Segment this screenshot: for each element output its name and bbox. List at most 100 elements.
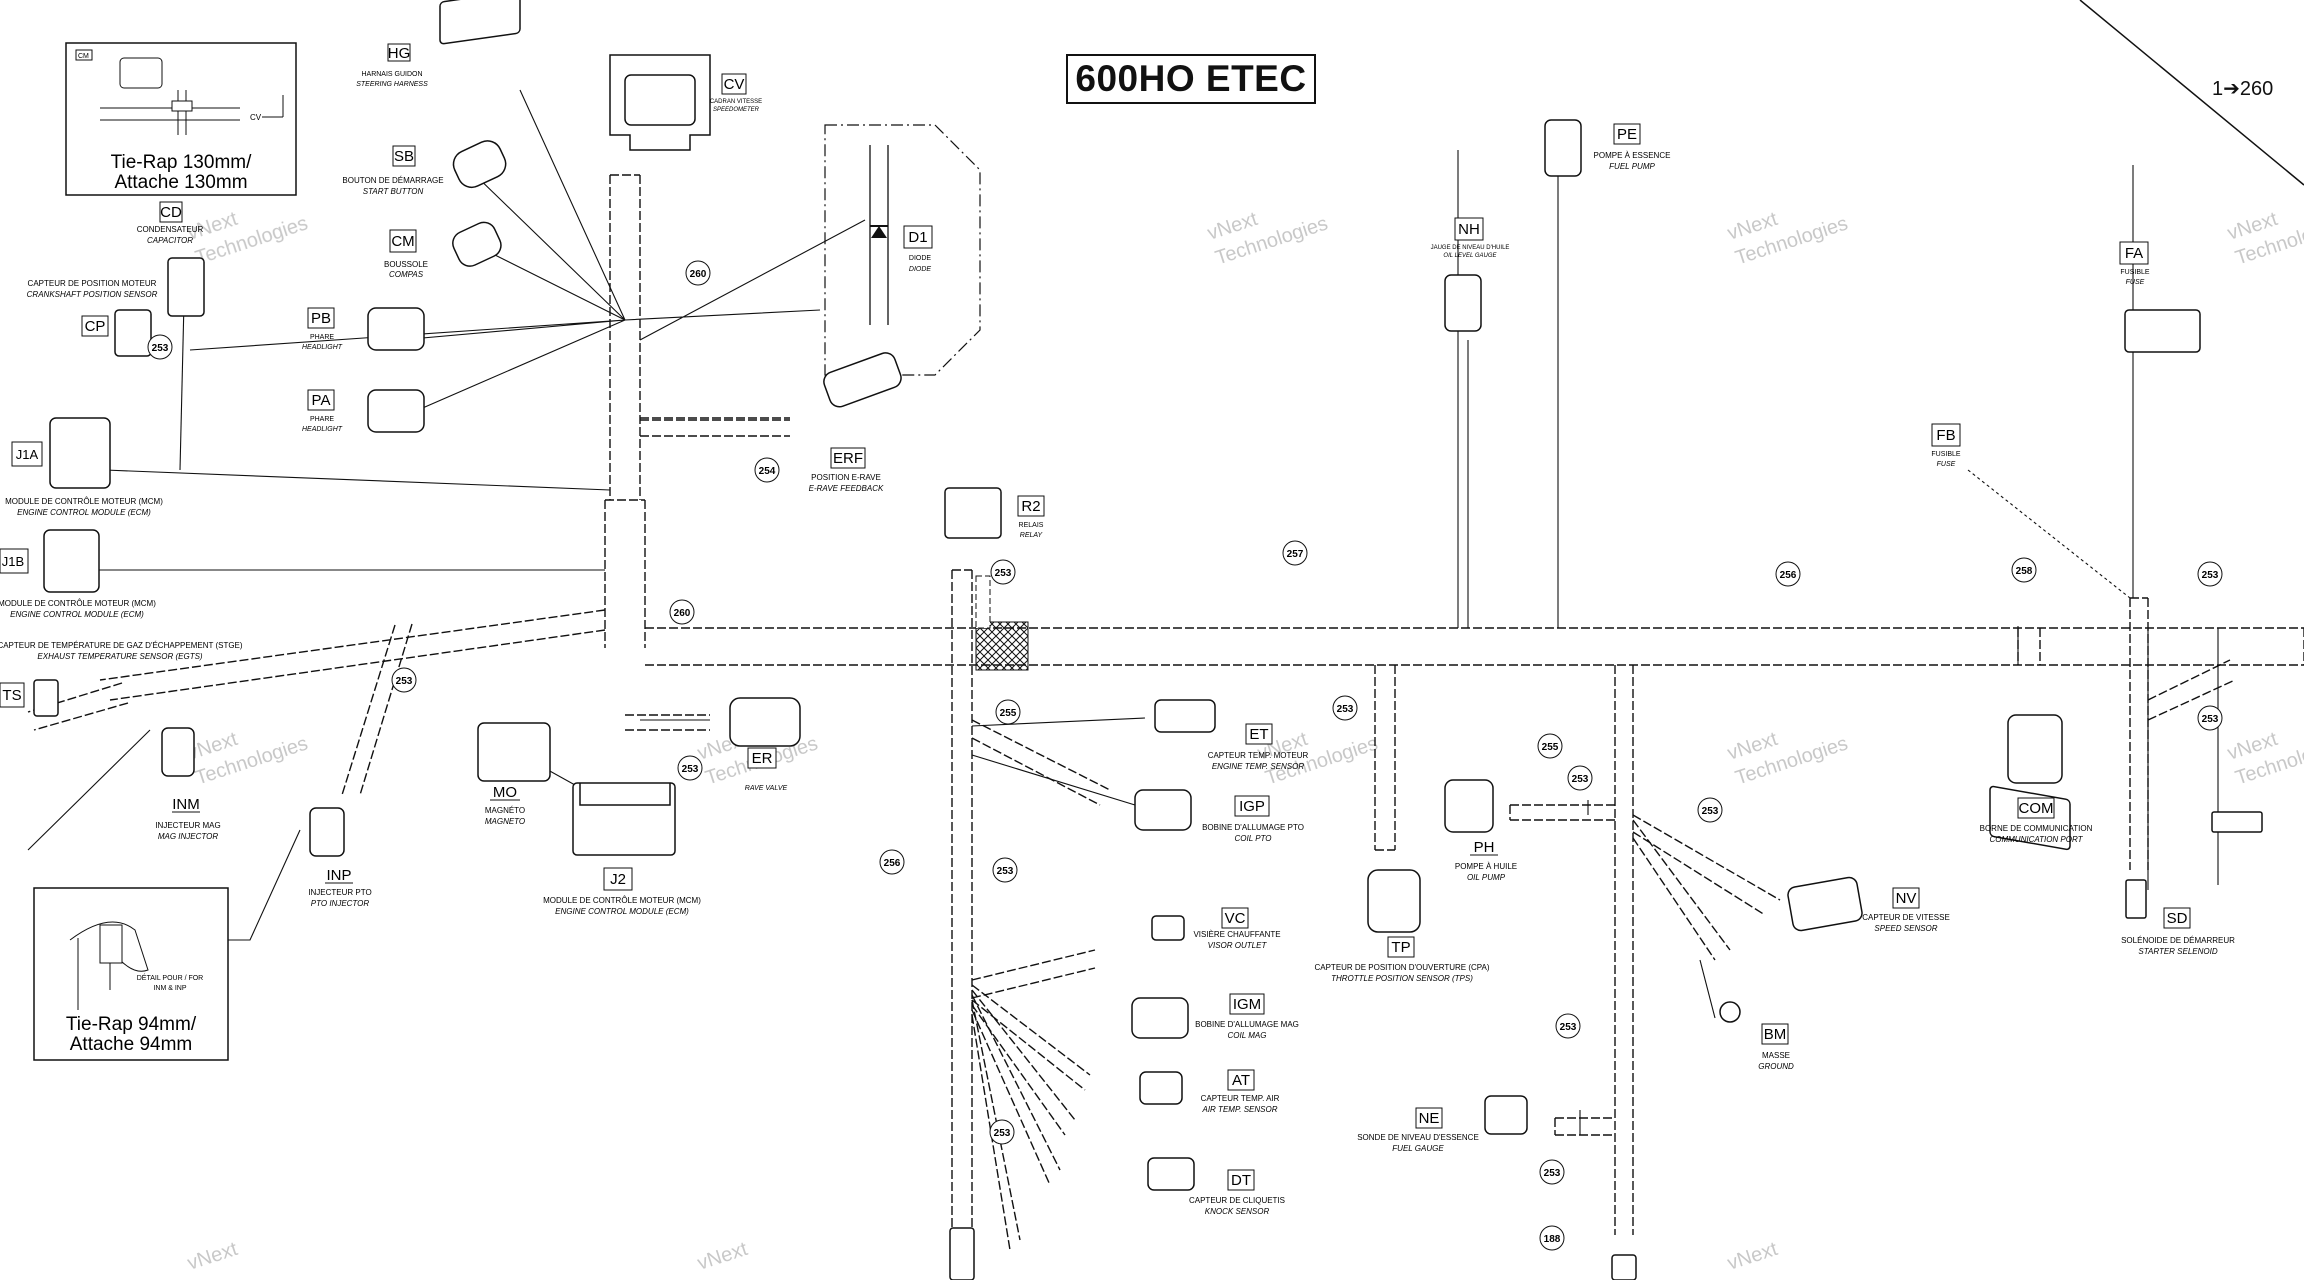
j2-label: J2 MODULE DE CONTRÔLE MOTEUR (MCM)ENGINE… xyxy=(543,867,701,916)
svg-text:MODULE DE CONTRÔLE MOTEUR (MCM: MODULE DE CONTRÔLE MOTEUR (MCM) xyxy=(5,497,163,506)
svg-text:Tie-Rap 94mm/: Tie-Rap 94mm/ xyxy=(66,1014,197,1035)
callout-255b: 255 xyxy=(1537,733,1563,759)
hg-connector-icon xyxy=(439,0,521,45)
svg-text:256: 256 xyxy=(884,858,901,869)
callout-257: 257 xyxy=(1282,540,1308,566)
svg-text:MAG INJECTOR: MAG INJECTOR xyxy=(158,832,219,841)
er-label: ER RAVE VALVE xyxy=(745,747,788,792)
svg-text:IGM: IGM xyxy=(1233,996,1261,1013)
nh-connector-icon xyxy=(1444,274,1482,332)
svg-text:THROTTLE POSITION SENSOR (TPS): THROTTLE POSITION SENSOR (TPS) xyxy=(1331,974,1473,983)
svg-text:POMPE À ESSENCE: POMPE À ESSENCE xyxy=(1594,151,1671,160)
svg-text:STARTER SELENOID: STARTER SELENOID xyxy=(2138,947,2218,956)
svg-text:Attache 130mm: Attache 130mm xyxy=(114,172,247,193)
svg-text:254: 254 xyxy=(759,466,776,477)
svg-text:255: 255 xyxy=(1542,742,1559,753)
svg-text:NE: NE xyxy=(1419,1110,1440,1127)
svg-text:CV: CV xyxy=(250,113,262,122)
svg-text:DIODE: DIODE xyxy=(909,266,932,273)
svg-text:260: 260 xyxy=(690,269,707,280)
svg-text:vNext: vNext xyxy=(695,1238,751,1275)
svg-text:CADRAN VITESSE: CADRAN VITESSE xyxy=(710,99,762,105)
svg-text:VISIÈRE CHAUFFANTE: VISIÈRE CHAUFFANTE xyxy=(1193,930,1280,939)
svg-text:FUSIBLE: FUSIBLE xyxy=(2120,269,2150,276)
igp-connector-icon xyxy=(1134,789,1192,831)
svg-text:FB: FB xyxy=(1936,427,1955,444)
svg-text:PB: PB xyxy=(311,310,331,327)
page-edge-line xyxy=(2079,0,2304,186)
svg-text:COMMUNICATION PORT: COMMUNICATION PORT xyxy=(1989,835,2083,844)
svg-text:GROUND: GROUND xyxy=(1758,1062,1794,1071)
svg-text:SD: SD xyxy=(2167,910,2188,927)
callout-253-bm: 253 xyxy=(1555,1013,1581,1039)
svg-text:RAVE VALVE: RAVE VALVE xyxy=(745,785,788,792)
svg-text:CP: CP xyxy=(85,318,106,335)
callout-253-ph: 253 xyxy=(1567,765,1593,791)
svg-text:PHARE: PHARE xyxy=(310,334,334,341)
svg-text:ENGINE CONTROL MODULE (ECM): ENGINE CONTROL MODULE (ECM) xyxy=(17,508,151,517)
svg-text:ENGINE CONTROL MODULE (ECM): ENGINE CONTROL MODULE (ECM) xyxy=(555,907,689,916)
svg-text:ENGINE CONTROL MODULE (ECM): ENGINE CONTROL MODULE (ECM) xyxy=(10,610,144,619)
svg-text:INP: INP xyxy=(326,867,351,884)
diode-detail-box xyxy=(824,124,981,376)
splice-junction xyxy=(975,621,1029,671)
svg-text:253: 253 xyxy=(1337,704,1354,715)
svg-text:vNext: vNext xyxy=(1725,1238,1781,1275)
svg-text:CAPTEUR DE POSITION MOTEUR: CAPTEUR DE POSITION MOTEUR xyxy=(28,279,157,288)
svg-text:NH: NH xyxy=(1458,221,1480,238)
svg-text:253: 253 xyxy=(994,1128,1011,1139)
svg-text:BOBINE D'ALLUMAGE PTO: BOBINE D'ALLUMAGE PTO xyxy=(1202,823,1304,832)
callout-253-r2: 253 xyxy=(990,559,1016,585)
sb-connector-icon xyxy=(452,140,507,189)
svg-text:POSITION E-RAVE: POSITION E-RAVE xyxy=(811,473,881,482)
ts-label: CAPTEUR DE TEMPÉRATURE DE GAZ D'ÉCHAPPEM… xyxy=(0,641,243,708)
svg-text:START BUTTON: START BUTTON xyxy=(363,187,424,196)
svg-text:EXHAUST TEMPERATURE SENSOR (EG: EXHAUST TEMPERATURE SENSOR (EGTS) xyxy=(37,652,203,661)
bm-ring-terminal-icon xyxy=(1719,1001,1741,1023)
svg-text:PH: PH xyxy=(1474,839,1495,856)
svg-text:253: 253 xyxy=(997,866,1014,877)
svg-text:ENGINE TEMP. SENSOR: ENGINE TEMP. SENSOR xyxy=(1212,762,1305,771)
svg-text:257: 257 xyxy=(1287,549,1304,560)
svg-text:COIL MAG: COIL MAG xyxy=(1228,1031,1267,1040)
svg-text:253: 253 xyxy=(396,676,413,687)
svg-text:BORNE DE COMMUNICATION: BORNE DE COMMUNICATION xyxy=(1980,824,2093,833)
svg-text:260: 260 xyxy=(674,608,691,619)
j2-connector-icon xyxy=(572,782,676,856)
starter-terminal-icon xyxy=(2211,811,2263,833)
svg-text:DÉTAIL POUR / FOR: DÉTAIL POUR / FOR xyxy=(137,973,204,982)
ph-connector-icon xyxy=(1444,779,1494,833)
svg-text:J1B: J1B xyxy=(2,554,24,569)
svg-text:CM: CM xyxy=(391,233,414,250)
pb-connector-icon xyxy=(367,307,425,351)
ne-connector-icon xyxy=(1484,1095,1528,1135)
svg-text:FUEL GAUGE: FUEL GAUGE xyxy=(1392,1144,1444,1153)
callout-255: 255 xyxy=(995,699,1021,725)
callout-258: 258 xyxy=(2011,557,2037,583)
igm-connector-icon xyxy=(1131,997,1189,1039)
svg-text:J1A: J1A xyxy=(16,447,39,462)
svg-text:NV: NV xyxy=(1896,890,1917,907)
svg-text:DT: DT xyxy=(1231,1172,1251,1189)
svg-text:PA: PA xyxy=(312,392,331,409)
cm-connector-icon xyxy=(452,221,502,267)
harness-trunks xyxy=(604,174,2304,1280)
svg-text:AT: AT xyxy=(1232,1072,1250,1089)
